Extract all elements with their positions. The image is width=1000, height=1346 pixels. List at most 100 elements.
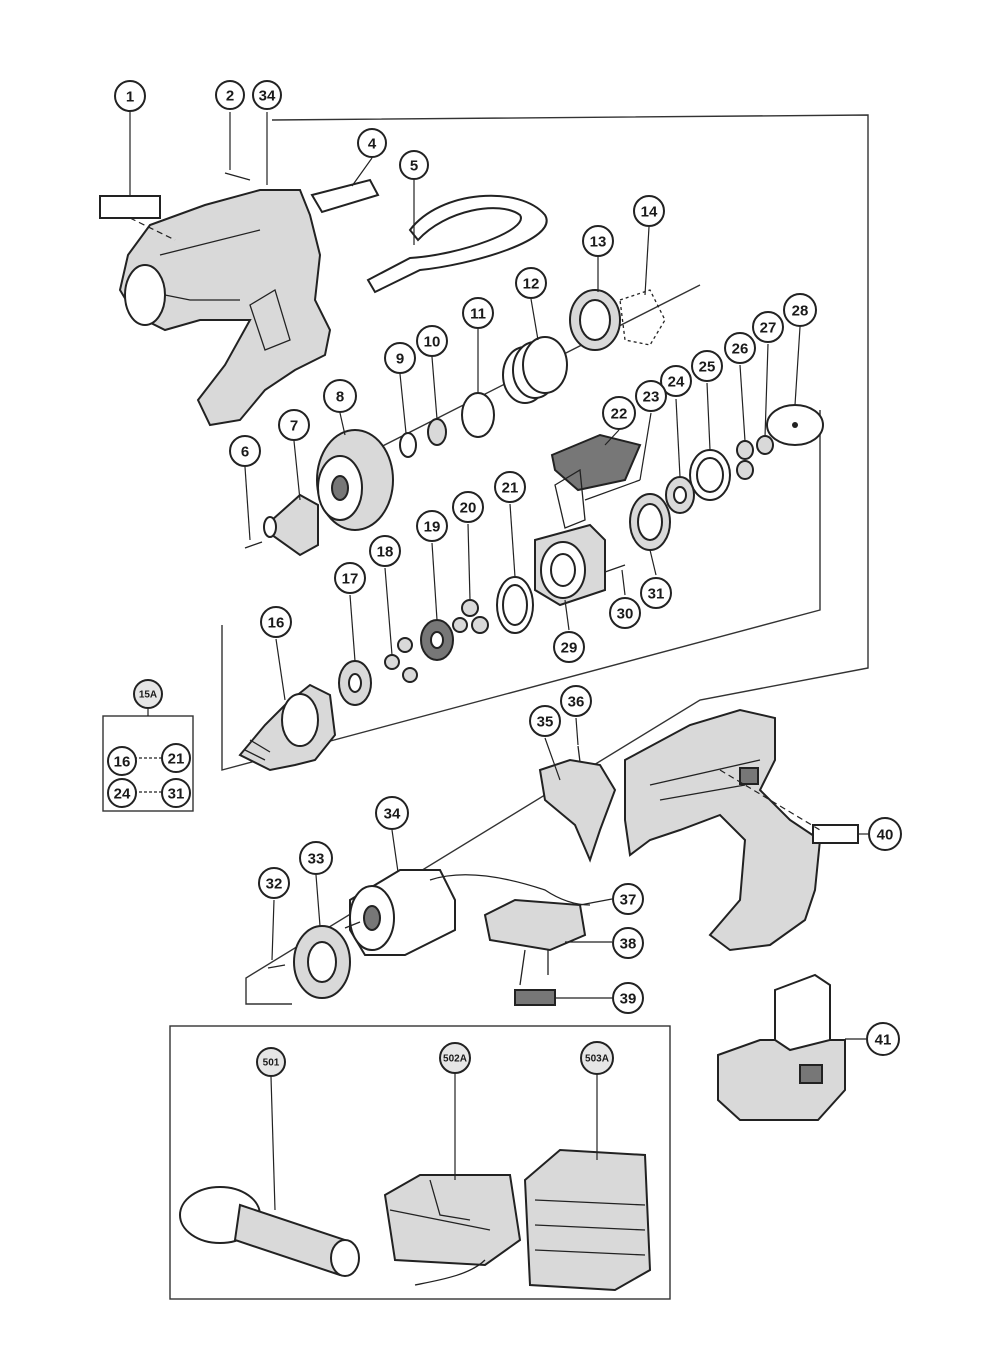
callout-number: 36	[568, 694, 585, 711]
callout-number: 37	[620, 892, 637, 909]
switch-screw	[577, 745, 581, 763]
callout-number: 501	[263, 1058, 280, 1069]
callout-number: 14	[641, 204, 658, 221]
callout-circle	[258, 867, 290, 899]
callout-number: 1	[126, 89, 134, 106]
callout-c21: 21	[494, 471, 526, 503]
callout-circle	[161, 778, 191, 808]
callout-circle	[609, 597, 641, 629]
callout-c14: 14	[633, 195, 665, 227]
callout-number: 41	[875, 1032, 892, 1049]
callout-circle	[783, 293, 817, 327]
callout-number: 25	[699, 359, 716, 376]
shift-cover	[550, 433, 642, 492]
callout-circle	[229, 435, 261, 467]
callout-circle	[462, 297, 494, 329]
callout-circle	[375, 796, 409, 830]
callout-circle	[256, 1047, 286, 1077]
housing-left-half	[118, 189, 332, 427]
callout-c4: 4	[357, 128, 387, 158]
callout-number: 12	[523, 276, 540, 293]
spring	[502, 336, 568, 404]
callout-circle	[260, 606, 292, 638]
callout-number: 29	[561, 640, 578, 657]
housing-assembly-frame	[245, 114, 869, 1005]
callout-circle	[357, 128, 387, 158]
callout-circle	[299, 841, 333, 875]
retaining-ring	[461, 392, 495, 438]
accessory-box	[169, 1025, 671, 1300]
gear-case	[534, 523, 606, 607]
callout-circle	[724, 332, 756, 364]
callout-number: 28	[792, 303, 809, 320]
callout-number: 13	[590, 234, 607, 251]
thin-plate	[619, 289, 666, 346]
callout-circle	[866, 1022, 900, 1056]
callout-c19: 19	[416, 510, 448, 542]
callout-c501: 501	[256, 1047, 286, 1077]
callout-number: 16	[114, 754, 131, 771]
name-plate-label	[99, 195, 161, 219]
callout-number: 5	[410, 158, 418, 175]
nut	[736, 440, 754, 460]
callout-number: 8	[336, 389, 344, 406]
cover-clip	[310, 178, 380, 214]
carrying-case	[523, 1148, 652, 1292]
callout-k16: 16	[107, 746, 137, 776]
callout-c6: 6	[229, 435, 261, 467]
callout-number: 11	[470, 306, 486, 323]
callout-c41: 41	[866, 1022, 900, 1056]
callout-circle	[660, 365, 692, 397]
callout-c11: 11	[462, 297, 494, 329]
callout-k24: 24	[107, 778, 137, 808]
callout-c5: 5	[399, 150, 429, 180]
callout-c18: 18	[369, 535, 401, 567]
callout-circle	[602, 396, 636, 430]
callout-c502A: 502A	[439, 1042, 471, 1074]
callout-number: 33	[308, 851, 325, 868]
callout-c13: 13	[582, 225, 614, 257]
callout-number: 10	[424, 334, 441, 351]
callout-number: 20	[460, 500, 477, 517]
switch-cover	[538, 758, 617, 863]
callout-number: 26	[732, 341, 749, 358]
callout-circle	[560, 685, 592, 717]
screw	[267, 964, 286, 969]
callout-number: 34	[259, 88, 276, 105]
callout-c39: 39	[612, 982, 644, 1014]
battery-charger	[383, 1174, 522, 1286]
callout-number: 24	[114, 786, 131, 803]
spindle-assembly	[238, 683, 337, 772]
planet-gear	[397, 637, 413, 653]
callout-circle	[640, 577, 672, 609]
callout-c23: 23	[635, 380, 667, 412]
planet-gear	[402, 667, 418, 683]
callout-circle	[215, 80, 245, 110]
washer	[427, 418, 447, 446]
callout-c9: 9	[384, 342, 416, 374]
callout-c1: 1	[114, 80, 146, 112]
callout-number: 2	[226, 88, 234, 105]
shift-spring	[554, 468, 586, 529]
callout-k21: 21	[161, 743, 191, 773]
callout-number: 38	[620, 936, 637, 953]
pin	[604, 564, 626, 573]
gear-assembly-frame	[221, 410, 821, 771]
callout-k31: 31	[161, 778, 191, 808]
callout-circle	[635, 380, 667, 412]
callout-circle	[452, 491, 484, 523]
callout-circle	[529, 705, 561, 737]
callout-number: 16	[268, 615, 285, 632]
callout-circle	[161, 743, 191, 773]
callout-number: 23	[643, 389, 660, 406]
planet-gear	[471, 616, 489, 634]
keyless-chuck	[263, 493, 319, 557]
callout-c27: 27	[752, 311, 784, 343]
callout-circle	[416, 510, 448, 542]
callout-c34a: 34	[252, 80, 282, 110]
callout-c10: 10	[416, 325, 448, 357]
callout-circle	[494, 471, 526, 503]
chuck-screw	[244, 541, 263, 549]
housing-right-half	[624, 708, 822, 952]
callout-number: 4	[368, 136, 377, 153]
